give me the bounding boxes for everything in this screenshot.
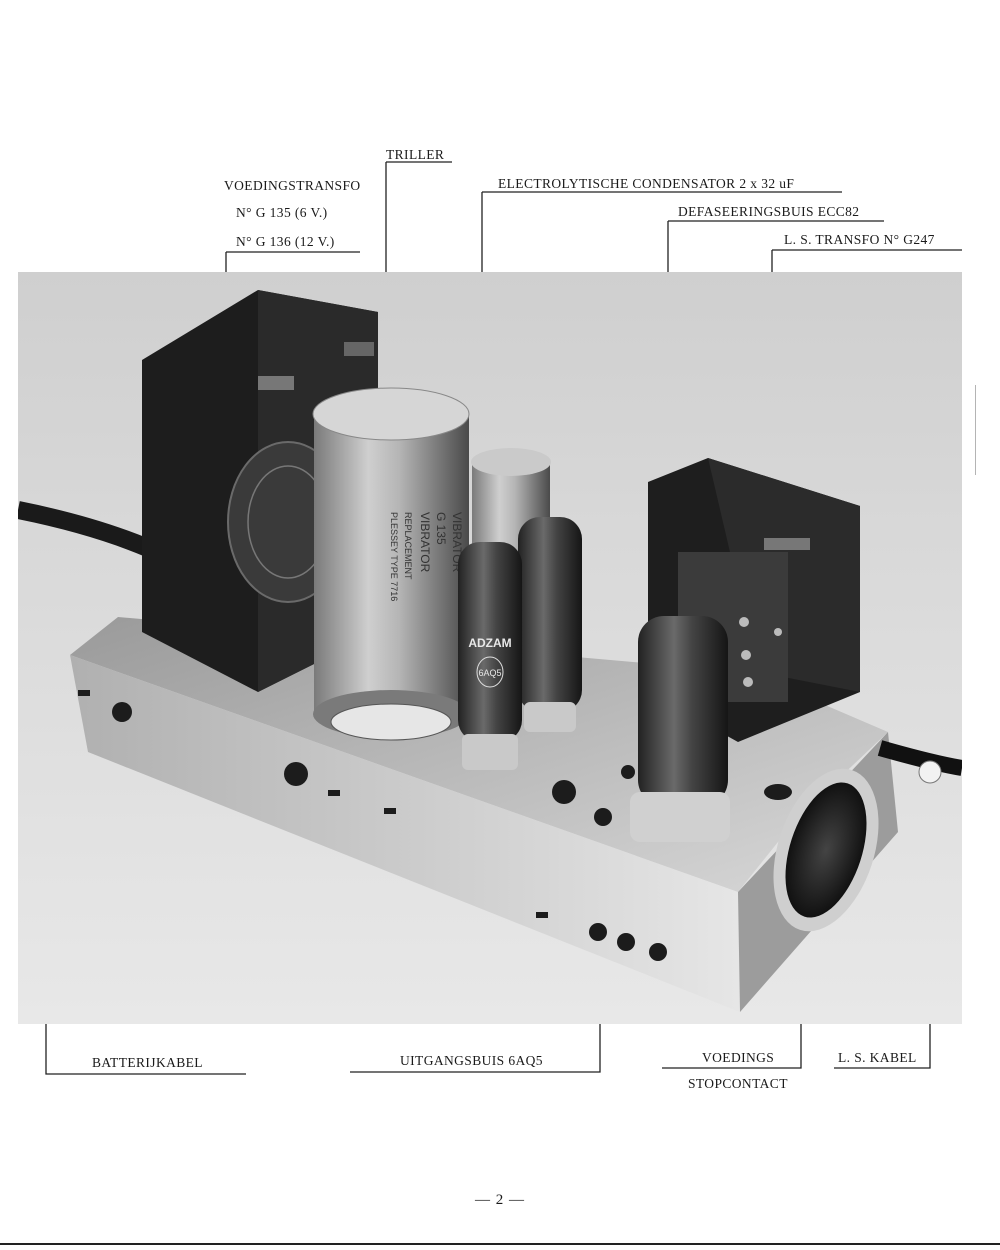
vibrator-can: VIBRATOR G 135 VIBRATOR REPLACEMENT PLES… bbox=[312, 387, 470, 741]
label-ls-transfo: L. S. TRANSFO N° G247 bbox=[784, 232, 935, 247]
tube-type-text: 6AQ5 bbox=[478, 668, 501, 678]
vibrator-label-5: PLESSEY TYPE 7716 bbox=[389, 512, 399, 601]
vibrator-label-4: REPLACEMENT bbox=[403, 512, 413, 580]
label-uitgangsbuis: UITGANGSBUIS 6AQ5 bbox=[400, 1053, 543, 1068]
speaker-cable bbox=[877, 740, 962, 776]
binder-clip-mark bbox=[975, 385, 992, 475]
label-g135: N° G 135 (6 V.) bbox=[236, 205, 328, 220]
label-defaseeringsbuis: DEFASEERINGSBUIS ECC82 bbox=[678, 204, 860, 219]
tube-6aq5-rear bbox=[518, 517, 582, 732]
tube-ecc82 bbox=[630, 616, 730, 842]
label-voedings: VOEDINGS bbox=[702, 1050, 775, 1065]
amplifier-photo: VIBRATOR G 135 VIBRATOR REPLACEMENT PLES… bbox=[18, 272, 962, 1024]
tube-6aq5-front: ADZAM 6AQ5 bbox=[458, 542, 522, 770]
vibrator-label-2: G 135 bbox=[434, 512, 448, 545]
label-triller: TRILLER bbox=[386, 147, 445, 162]
bottom-rule bbox=[0, 1243, 1000, 1245]
tube-brand-text: ADZAM bbox=[468, 636, 511, 650]
page-number: — 2 — bbox=[475, 1192, 525, 1208]
label-batterijkabel: BATTERIJKABEL bbox=[92, 1055, 203, 1070]
label-g136: N° G 136 (12 V.) bbox=[236, 234, 335, 249]
label-electrolytische: ELECTROLYTISCHE CONDENSATOR 2 x 32 uF bbox=[498, 176, 795, 191]
vibrator-label-3: VIBRATOR bbox=[418, 512, 432, 573]
label-ls-kabel: L. S. KABEL bbox=[838, 1050, 917, 1065]
label-voedingstransfo: VOEDINGSTRANSFO bbox=[224, 178, 361, 193]
cable-grommet bbox=[918, 760, 942, 784]
power-socket bbox=[773, 768, 879, 932]
label-stopcontact: STOPCONTACT bbox=[688, 1076, 788, 1091]
